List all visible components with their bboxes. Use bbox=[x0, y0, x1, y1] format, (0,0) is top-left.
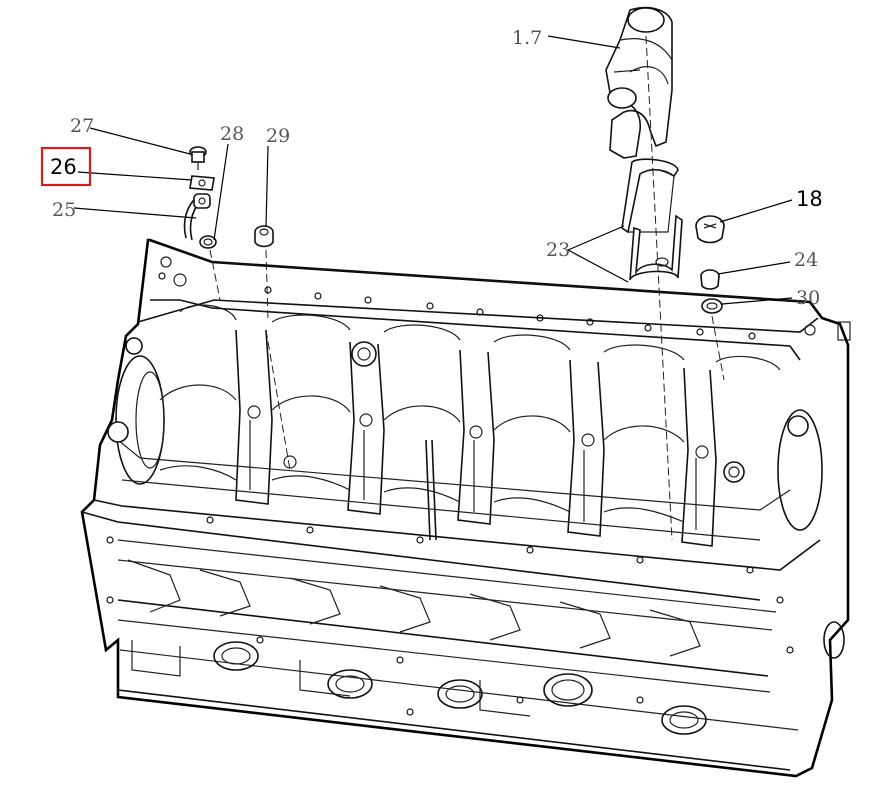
part-plug-18 bbox=[695, 215, 725, 244]
part-oring-30 bbox=[701, 298, 723, 314]
label-30: 30 bbox=[796, 287, 820, 309]
label-24: 24 bbox=[794, 249, 818, 271]
label-27: 27 bbox=[70, 115, 94, 137]
part-labels: 1.7 27 28 29 25 23 18 24 30 26 bbox=[40, 27, 823, 309]
front-journal bbox=[107, 256, 187, 485]
label-28: 28 bbox=[220, 123, 244, 145]
leader-lines bbox=[73, 35, 793, 305]
deck-holes bbox=[106, 272, 794, 716]
label-18: 18 bbox=[796, 187, 823, 211]
assembly-lines bbox=[209, 35, 725, 541]
part-plug-24 bbox=[700, 269, 720, 290]
bottom-bosses bbox=[213, 621, 845, 735]
part-plug-29 bbox=[254, 225, 274, 248]
part-seal-ring bbox=[199, 235, 217, 249]
front-ribs bbox=[127, 559, 701, 717]
crank-bays bbox=[159, 304, 781, 523]
label-1-7: 1.7 bbox=[512, 27, 542, 49]
highlight-box-26 bbox=[40, 146, 92, 187]
engine-block bbox=[80, 238, 851, 778]
cap-bolt-holes bbox=[247, 341, 709, 469]
part-plate bbox=[189, 175, 215, 191]
part-bearing-shells bbox=[621, 158, 683, 281]
label-23: 23 bbox=[546, 239, 570, 261]
part-oil-nozzle bbox=[183, 193, 211, 241]
bulkheads bbox=[235, 329, 717, 547]
rear-journal bbox=[723, 321, 851, 531]
label-26: 26 bbox=[50, 155, 77, 179]
part-bearing-cap bbox=[605, 6, 673, 159]
label-29: 29 bbox=[266, 125, 290, 147]
label-25: 25 bbox=[52, 199, 76, 221]
part-screw bbox=[189, 146, 207, 170]
